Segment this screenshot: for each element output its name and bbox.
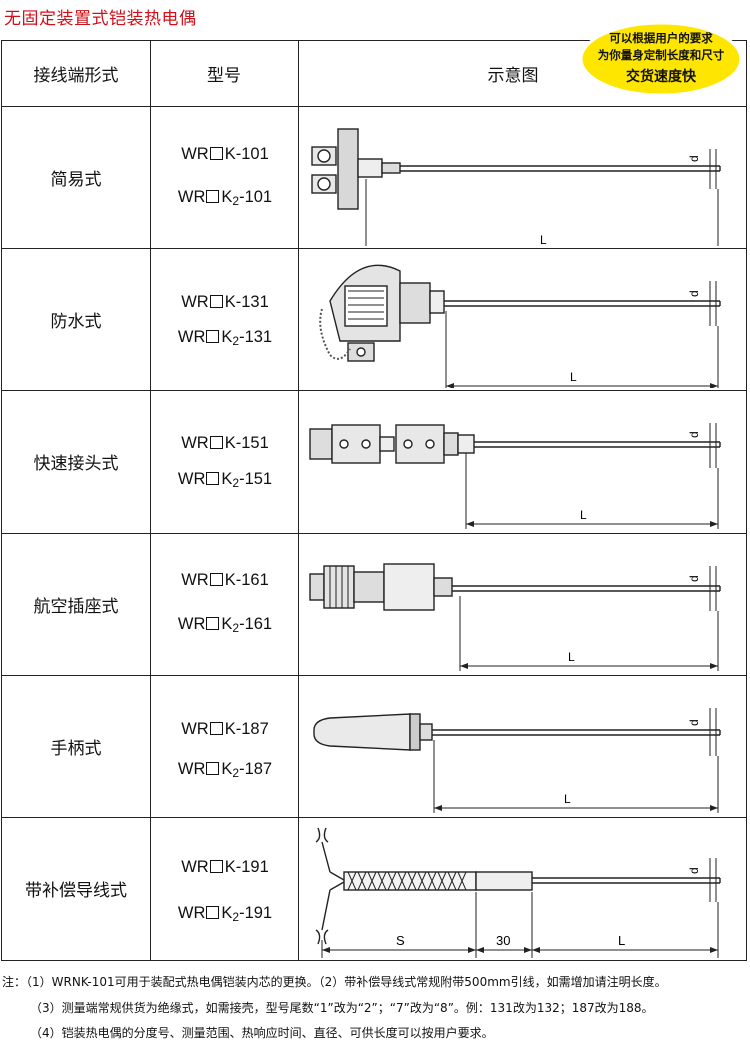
row-divider bbox=[2, 390, 746, 391]
dimension-d: d bbox=[687, 719, 701, 726]
placeholder-box-icon bbox=[206, 906, 220, 919]
form-label: 带补偿导线式 bbox=[25, 881, 127, 901]
dimension-d: d bbox=[687, 867, 701, 874]
placeholder-box-icon bbox=[206, 617, 220, 630]
diagram-waterproof: L d bbox=[319, 264, 721, 388]
placeholder-box-icon bbox=[206, 330, 220, 343]
dimension-30: 30 bbox=[496, 933, 510, 948]
page-title: 无固定装置式铠装热电偶 bbox=[4, 9, 197, 29]
form-label: 防水式 bbox=[50, 311, 102, 332]
product-table: 接线端形式 型号 示意图 简易式 防水式 快速接头式 航空插座式 手柄式 带补偿… bbox=[1, 40, 747, 961]
placeholder-box-icon bbox=[209, 860, 223, 873]
dimension-l: L bbox=[568, 650, 575, 664]
row-divider bbox=[2, 817, 746, 818]
header-model: 型号 bbox=[207, 66, 241, 86]
custom-order-badge: 可以根据用户的要求 为你量身定制长度和尺寸 交货速度快 bbox=[578, 20, 744, 98]
placeholder-box-icon bbox=[206, 472, 220, 485]
form-label: 快速接头式 bbox=[33, 454, 119, 474]
placeholder-box-icon bbox=[209, 436, 223, 449]
note-line: （4）铠装热电偶的分度号、测量范围、热响应时间、直径、可供长度可以按用户要求。 bbox=[30, 1026, 494, 1040]
dimension-l: L bbox=[564, 792, 571, 806]
column-divider bbox=[298, 41, 299, 960]
diagram-compensation-wire: S 30 L d bbox=[315, 827, 721, 958]
dimension-l: L bbox=[618, 933, 625, 948]
note-line: （3）测量端常规供货为绝缘式，如需接壳，型号尾数“1”改为“2”；“7”改为“8… bbox=[30, 1001, 654, 1015]
placeholder-box-icon bbox=[209, 295, 223, 308]
header-diagram: 示意图 bbox=[487, 66, 539, 86]
badge-ellipse-icon bbox=[579, 21, 743, 97]
badge-line-1: 可以根据用户的要求 bbox=[609, 31, 713, 45]
placeholder-box-icon bbox=[206, 762, 220, 775]
diagram-handle: L d bbox=[313, 708, 721, 813]
note-line: 注：（1）WRNK-101可用于装配式热电偶铠装内芯的更换。（2）带补偿导线式常… bbox=[2, 975, 667, 989]
form-label: 航空插座式 bbox=[33, 596, 119, 617]
dimension-s: S bbox=[396, 933, 405, 948]
dimension-l: L bbox=[570, 370, 577, 384]
column-divider bbox=[150, 41, 151, 960]
row-divider bbox=[2, 248, 746, 249]
dimension-d: d bbox=[687, 575, 701, 582]
dimension-l: L bbox=[540, 233, 547, 246]
diagram-aviation-socket: L d bbox=[309, 563, 721, 671]
placeholder-box-icon bbox=[209, 573, 223, 586]
header-form: 接线端形式 bbox=[33, 66, 119, 86]
dimension-l: L bbox=[580, 508, 587, 522]
dimension-d: d bbox=[687, 155, 701, 162]
badge-line-3: 交货速度快 bbox=[626, 69, 696, 85]
diagram-simple: L d bbox=[311, 128, 721, 246]
dimension-d: d bbox=[687, 431, 701, 438]
diagram-quick-connector: L d bbox=[309, 423, 721, 529]
dimension-d: d bbox=[687, 290, 701, 297]
row-divider bbox=[2, 106, 746, 107]
placeholder-box-icon bbox=[209, 147, 223, 160]
placeholder-box-icon bbox=[209, 722, 223, 735]
form-label: 简易式 bbox=[50, 169, 102, 190]
badge-line-2: 为你量身定制长度和尺寸 bbox=[597, 48, 725, 62]
placeholder-box-icon bbox=[206, 190, 220, 203]
form-label: 手柄式 bbox=[50, 738, 102, 759]
row-divider bbox=[2, 533, 746, 534]
row-divider bbox=[2, 675, 746, 676]
